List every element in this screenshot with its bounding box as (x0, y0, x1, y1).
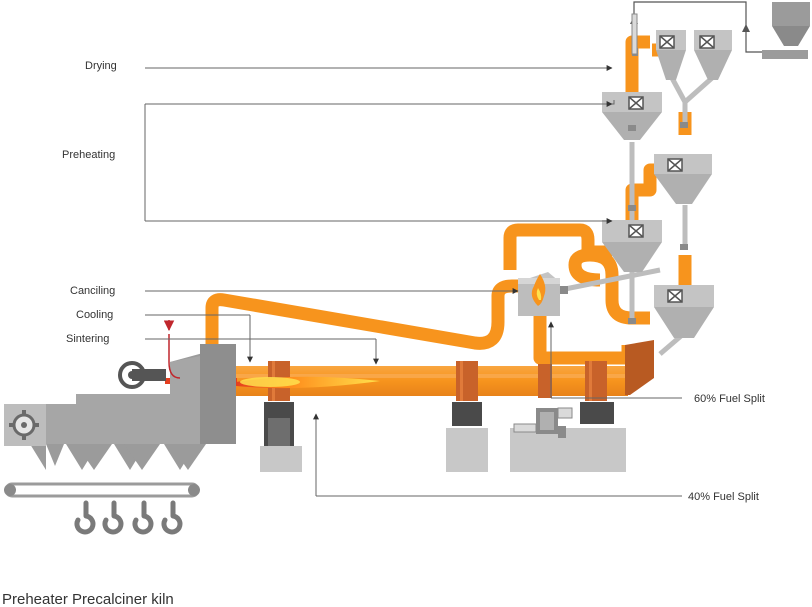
label-preheating: Preheating (62, 149, 115, 161)
kiln-supports (260, 402, 626, 472)
fan-icon (102, 500, 124, 535)
gas-ducts (205, 35, 692, 365)
label-sintering: Sintering (66, 333, 109, 345)
label-40-fuel-split: 40% Fuel Split (688, 491, 759, 503)
tertiary-air-duct (205, 279, 520, 350)
annotation-lines (144, 65, 682, 497)
cyclone-separator-icon (602, 220, 662, 272)
cooling-fans (74, 500, 183, 535)
cyclone-separator-icon (654, 154, 712, 204)
hopper-icon (762, 2, 810, 59)
fan-icon (74, 500, 96, 535)
label-drying: Drying (85, 60, 117, 72)
kiln-tyre (585, 361, 607, 401)
cyclone-separator-icon (694, 30, 732, 80)
cyclone-separator-icon (654, 285, 714, 338)
fan-icon (161, 500, 183, 535)
main-burner-fuel-line (163, 320, 181, 379)
kiln-girth-gear (538, 364, 552, 398)
label-canciling: Canciling (70, 285, 115, 297)
rotary-kiln (165, 340, 654, 401)
kiln-tyre (456, 361, 478, 401)
label-60-fuel-split: 60% Fuel Split (694, 393, 765, 405)
calciner (518, 267, 661, 316)
diagram-title: Preheater Precalciner kiln (2, 591, 174, 607)
kiln-inlet-chamber (625, 340, 654, 395)
cyclone-separator-icon (656, 30, 686, 80)
clinker-conveyor (4, 482, 200, 498)
cooler-hood (200, 344, 236, 364)
raw-meal-feed (630, 1, 810, 59)
clinker-cooler (4, 344, 236, 470)
fan-icon (118, 361, 166, 389)
cyclone-separator-icon (602, 92, 662, 140)
cyclone-tower (602, 30, 732, 356)
label-cooling: Cooling (76, 309, 113, 321)
fan-icon (132, 500, 154, 535)
